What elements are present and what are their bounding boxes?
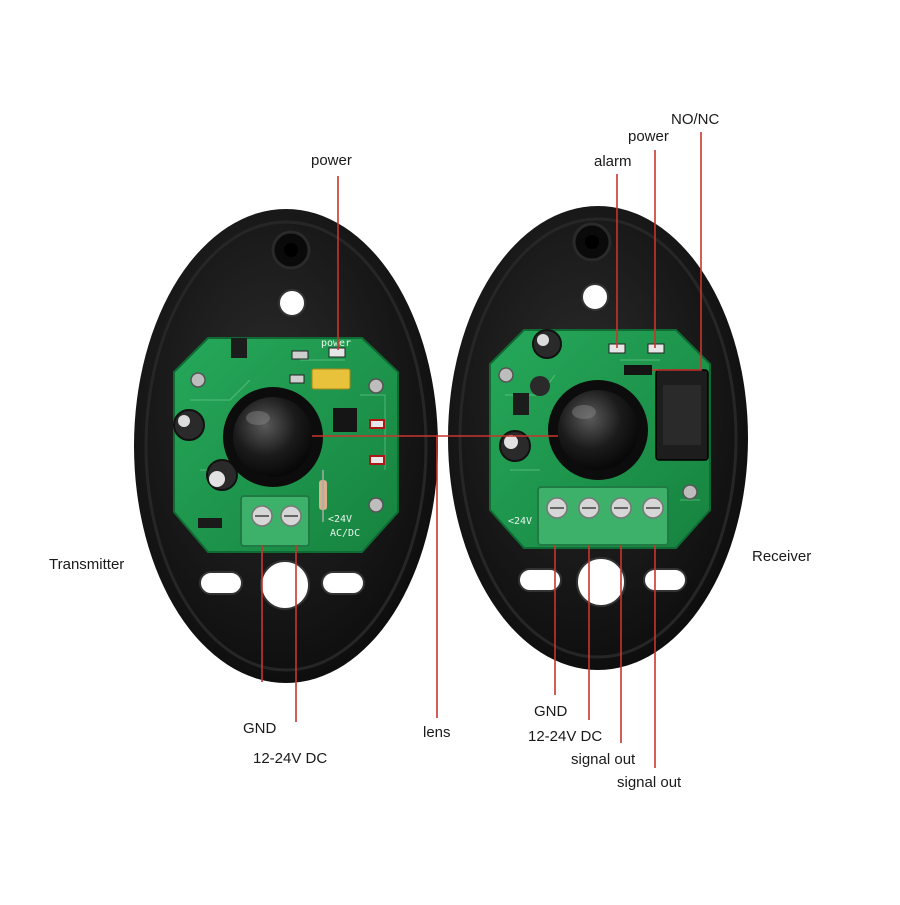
transmitter-electrolytic-capacitor-1 [173,409,205,441]
lens-reflection [572,405,596,419]
lens-reflection [246,411,270,425]
label-transmitter: Transmitter [49,556,125,573]
receiver-pcb-screw [498,367,514,383]
receiver-pcb-screw [682,484,698,500]
receiver-smd-led-power [647,343,665,354]
capacitor-top-marking [537,334,549,346]
transmitter-mount-hole-bottom [260,560,310,610]
transmitter-pcb-power-mark: power [321,338,351,349]
receiver-top-screw-hole [585,235,599,249]
transmitter-terminal-voltage-mark: <24V AC/DC [328,514,360,539]
capacitor-top-marking [504,435,518,449]
receiver-mount-slot-right [643,568,687,592]
label-tx-power: power [311,152,352,169]
leader-lines [261,132,702,768]
transmitter-diode [369,419,385,429]
relay-face [663,385,701,445]
label-tx-vdc: 12-24V DC [253,750,328,767]
label-lens: lens [423,724,451,741]
capacitor-top-marking [178,415,190,427]
receiver-terminal-block [537,486,669,546]
receiver-jumper-nonc [624,365,652,375]
transmitter-lens [233,397,313,477]
capacitor-top-marking [209,471,225,487]
transmitter-diode [198,518,222,528]
transmitter-top-screw-hole [284,243,298,257]
receiver-electrolytic-capacitor-3 [530,376,550,396]
label-rx-signal-out-2: signal out [617,774,682,791]
transmitter-pcb-screw [368,497,384,513]
transmitter-unit: power <24V AC/DC [134,209,438,683]
receiver-transistor [513,393,529,415]
transmitter-ic-chip [333,408,357,432]
transmitter-housing-rim [144,220,428,672]
transmitter-pcb-screw [190,372,206,388]
label-rx-nonc: NO/NC [671,111,720,128]
transmitter-yellow-capacitor [311,368,351,390]
transmitter-smd-part [289,374,305,384]
transmitter-smd-part [291,350,309,360]
receiver-mount-slot-left [518,568,562,592]
receiver-lens [558,390,638,470]
transmitter-mount-hole-top [278,289,306,317]
leader-rx-nonc [652,132,702,371]
transmitter-diode [369,455,385,465]
receiver-mount-hole-top [581,283,609,311]
transmitter-pcb-screw [368,378,384,394]
transmitter-smd-led-power [328,347,346,358]
label-tx-gnd: GND [243,720,277,737]
label-rx-alarm: alarm [594,153,632,170]
transmitter-mount-slot-left [199,571,243,595]
label-rx-vdc: 12-24V DC [528,728,603,745]
receiver-unit: <24V [448,206,748,670]
label-rx-power: power [628,128,669,145]
receiver-mount-hole-bottom [576,557,626,607]
transmitter-mount-slot-right [321,571,365,595]
label-rx-gnd: GND [534,703,568,720]
receiver-housing-rim [458,217,738,659]
label-rx-signal-out-1: signal out [571,751,636,768]
transmitter-transistor [231,338,247,358]
receiver-terminal-voltage-mark: <24V [508,516,532,527]
label-receiver: Receiver [752,548,812,565]
